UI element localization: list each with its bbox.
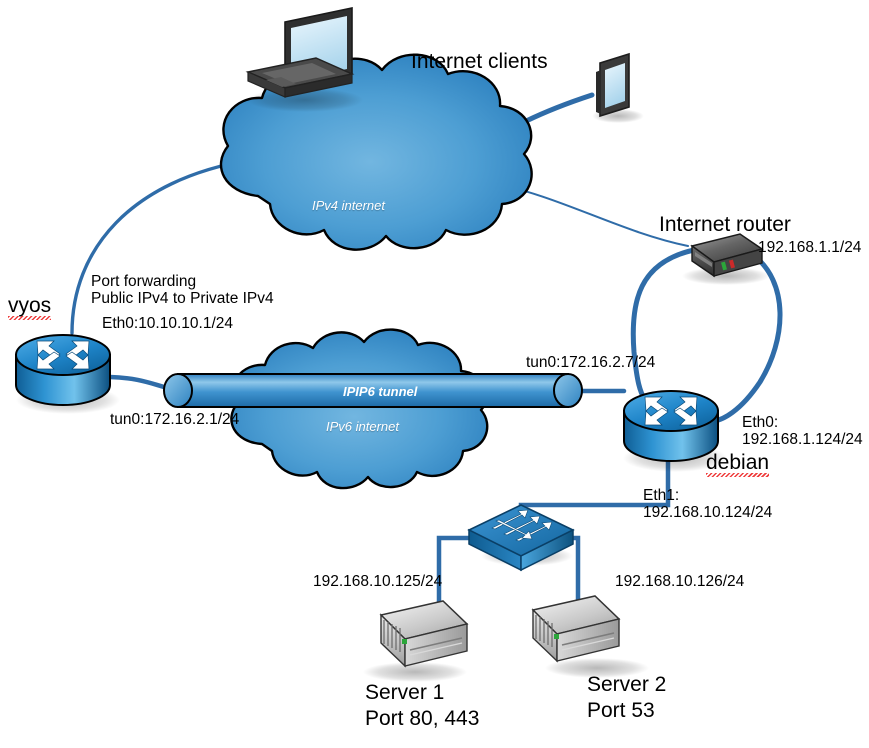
server2-name-label: Server 2 bbox=[587, 673, 667, 696]
router-icon-vyos bbox=[15, 334, 120, 414]
link-vyos-to-tunnel bbox=[107, 374, 171, 391]
internet-router-label: Internet router bbox=[659, 213, 791, 236]
ipv6-cloud-shape bbox=[230, 328, 489, 490]
debian-eth0-line1: Eth0: bbox=[742, 414, 779, 431]
internet-clients-label: Internet clients bbox=[411, 50, 548, 73]
server1-name-label: Server 1 bbox=[365, 681, 445, 704]
tablet-icon bbox=[592, 52, 644, 123]
vyos-tun0-label: tun0:172.16.2.1/24 bbox=[110, 411, 240, 428]
ipip6-tunnel-label: IPIP6 tunnel bbox=[343, 384, 418, 399]
server2-ports-label: Port 53 bbox=[587, 699, 655, 722]
debian-eth1-line2: 192.168.10.124/24 bbox=[643, 504, 773, 521]
switch-icon bbox=[467, 504, 575, 572]
vyos-portforward-line2: Public IPv4 to Private IPv4 bbox=[91, 290, 274, 307]
server1-ip-label: 192.168.10.125/24 bbox=[313, 573, 443, 590]
server1-ports-label: Port 80, 443 bbox=[365, 707, 480, 730]
ipv6-cloud-label: IPv6 internet bbox=[326, 419, 399, 434]
vyos-portforward-line1: Port forwarding bbox=[91, 273, 197, 290]
debian-eth0-line2: 192.168.1.124/24 bbox=[742, 431, 863, 448]
server2-ip-label: 192.168.10.126/24 bbox=[615, 573, 745, 590]
vyos-eth0-label: Eth0:10.10.10.1/24 bbox=[102, 315, 234, 332]
link-internet-router-to-debian-left bbox=[630, 247, 697, 403]
link-vyos-to-ipv4cloud bbox=[70, 158, 252, 335]
debian-tun0-label: tun0:172.16.2.7/24 bbox=[526, 354, 656, 371]
modem-icon-internet-router bbox=[682, 233, 770, 285]
debian-eth1-line1: Eth1: bbox=[643, 487, 680, 504]
internet-router-ip-label: 192.168.1.1/24 bbox=[758, 239, 862, 256]
link-internet-router-to-debian-right bbox=[711, 251, 783, 424]
ipip6-tunnel-shape bbox=[163, 373, 583, 408]
laptop-icon bbox=[245, 7, 363, 112]
vyos-label: vyos bbox=[8, 294, 52, 317]
ipv4-cloud-label: IPv4 internet bbox=[312, 198, 385, 213]
server-icon-server2 bbox=[531, 595, 649, 678]
router-icon-debian bbox=[623, 390, 727, 472]
debian-label: debian bbox=[706, 451, 770, 474]
server-icon-server1 bbox=[363, 600, 469, 682]
